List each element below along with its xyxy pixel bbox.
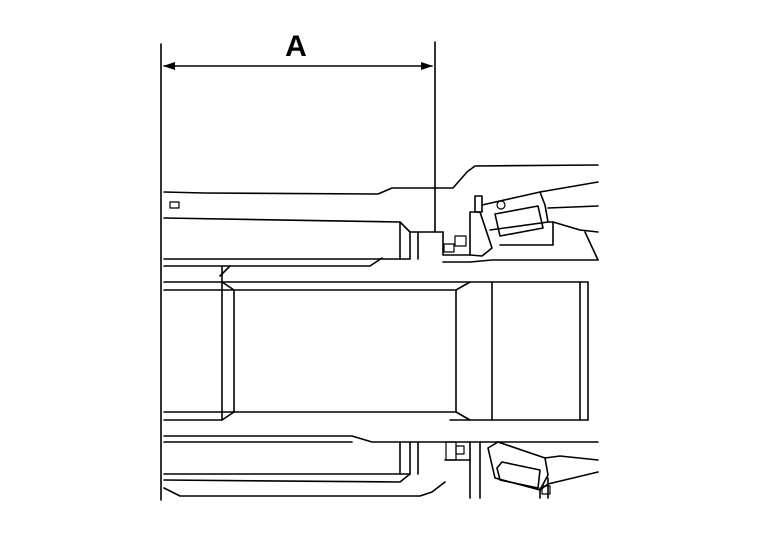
dimension-a: A bbox=[160, 30, 436, 501]
dimension-label: A bbox=[285, 30, 307, 63]
upper-housing bbox=[163, 164, 599, 260]
center-bore bbox=[163, 281, 589, 421]
lower-housing bbox=[163, 441, 471, 497]
lower-inner-contour bbox=[163, 419, 599, 443]
lower-bearing bbox=[469, 441, 599, 499]
upper-bearing bbox=[443, 181, 599, 261]
upper-inner-contour bbox=[163, 257, 599, 283]
